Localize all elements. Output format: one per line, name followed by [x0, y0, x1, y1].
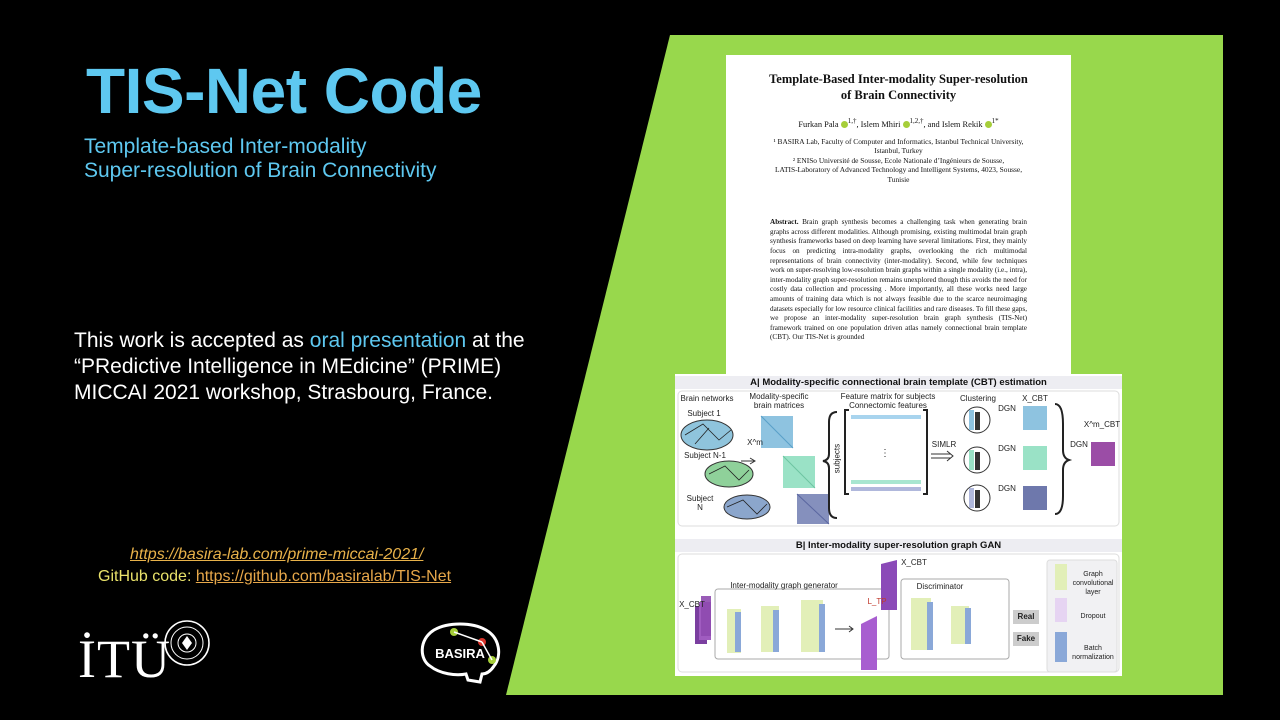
- paper-title-line-1: Template-Based Inter-modality Super-reso…: [769, 72, 1028, 86]
- paper-affiliations: ¹ BASIRA Lab, Faculty of Computer and In…: [740, 137, 1057, 185]
- workshop-location: MICCAI 2021 workshop, Strasbourg, France…: [74, 381, 494, 404]
- author-2-sup: 1,2,†: [909, 117, 924, 125]
- label-subject-n-word: Subject: [686, 494, 714, 503]
- oral-presentation-highlight: oral presentation: [309, 329, 467, 352]
- label-ltp: L_TP: [867, 597, 887, 606]
- slide-title: TIS-Net Code: [86, 55, 482, 127]
- author-1-sup: 1,†: [847, 117, 857, 125]
- itu-seal-icon: [164, 620, 210, 666]
- label-feature-line-1: Feature matrix for subjects: [840, 392, 936, 401]
- github-link[interactable]: https://github.com/basiralab/TIS-Net: [195, 568, 452, 585]
- label-subject-n-1: Subject N-1: [684, 451, 726, 460]
- brain-icon: [680, 419, 734, 451]
- abstract-text: Brain graph synthesis becomes a challeng…: [770, 218, 1027, 342]
- method-figure: A| Modality-specific connectional brain …: [675, 374, 1122, 676]
- label-xm: X^m: [747, 438, 763, 447]
- basira-logo: BASIRA: [420, 622, 501, 684]
- acceptance-pre: This work is accepted as: [74, 329, 310, 352]
- label-dgn-2: DGN: [998, 444, 1016, 453]
- legend-batch-norm: Batch normalization: [1072, 645, 1114, 661]
- orcid-icon: [984, 121, 992, 129]
- figure-diagram: ⋮: [677, 390, 1120, 673]
- paper-authors: Furkan Pala 1,†, Islem Mhiri 1,2,†, and …: [736, 117, 1061, 129]
- subtitle-line-1: Template-based Inter-modality: [84, 135, 367, 158]
- workshop-name: “PRedictive Intelligence in MEdicine” (P…: [74, 355, 502, 378]
- paper-abstract: Abstract. Brain graph synthesis becomes …: [770, 218, 1027, 343]
- label-subject-n-letter: N: [697, 503, 703, 512]
- label-dgn-3: DGN: [998, 484, 1016, 493]
- github-line: GitHub code: https://github.com/basirala…: [98, 568, 451, 586]
- label-modality-line-2: brain matrices: [753, 401, 805, 410]
- label-generator: Inter-modality graph generator: [730, 581, 838, 590]
- itu-logo: İTÜ: [78, 629, 171, 689]
- label-dgn-final: DGN: [1070, 440, 1088, 449]
- label-subject-1: Subject 1: [687, 409, 721, 418]
- author-3: , and Islem Rekik: [923, 119, 983, 129]
- label-brain-networks: Brain networks: [680, 394, 734, 403]
- label-xcbt-m: X^m_CBT: [1083, 420, 1121, 429]
- label-dgn-1: DGN: [998, 404, 1016, 413]
- slide-subtitle: Template-based Inter-modality Super-reso…: [84, 135, 437, 183]
- acceptance-note: This work is accepted as oral presentati…: [74, 328, 594, 406]
- subtitle-line-2: Super-resolution of Brain Connectivity: [84, 159, 437, 182]
- svg-text:⋮: ⋮: [880, 448, 890, 459]
- orcid-icon: [902, 121, 910, 129]
- figure-section-b-title: B| Inter-modality super-resolution graph…: [675, 539, 1122, 552]
- paper-title-line-2: of Brain Connectivity: [840, 88, 957, 102]
- author-1: Furkan Pala: [798, 119, 839, 129]
- github-label: GitHub code:: [98, 568, 196, 585]
- affiliation-2-line-3: Tunisie: [887, 174, 910, 184]
- legend-graph-conv-layer: Graph convolutional layer: [1072, 571, 1114, 596]
- label-clustering: Clustering: [959, 394, 996, 403]
- orcid-icon: [840, 121, 848, 129]
- paper-first-page: Template-Based Inter-modality Super-reso…: [726, 55, 1071, 375]
- affiliation-2-line-1: ² ENISo Université de Sousse, Ecole Nati…: [792, 155, 1005, 165]
- label-subjects: subjects: [832, 443, 842, 474]
- legend-dropout: Dropout: [1080, 613, 1106, 620]
- paper-title: Template-Based Inter-modality Super-reso…: [736, 71, 1061, 103]
- author-2: , Islem Mhiri: [856, 119, 901, 129]
- author-3-sup: 1*: [991, 117, 999, 125]
- label-simlr: SIMLR: [931, 440, 957, 449]
- label-xcbt-1: X_CBT: [1022, 394, 1048, 403]
- figure-section-a-title: A| Modality-specific connectional brain …: [675, 376, 1122, 389]
- label-xcbt-input: X_CBT: [679, 600, 705, 609]
- label-feature-line-2: Connectomic features: [849, 401, 927, 410]
- acceptance-post: at the: [466, 329, 525, 352]
- affiliation-1-line-2: Istanbul, Turkey: [874, 146, 923, 156]
- prime-miccai-link[interactable]: https://basira-lab.com/prime-miccai-2021…: [130, 546, 424, 563]
- label-fake: Fake: [1016, 634, 1036, 643]
- label-real: Real: [1017, 612, 1035, 621]
- label-discriminator: Discriminator: [916, 582, 964, 591]
- label-xcbt-target: X_CBT: [901, 558, 927, 567]
- affiliation-1-line-1: ¹ BASIRA Lab, Faculty of Computer and In…: [773, 136, 1024, 146]
- brain-icon: [704, 460, 754, 488]
- basira-logo-text: BASIRA: [435, 646, 485, 661]
- affiliation-2-line-2: LATIS-Laboratory of Advanced Technology …: [774, 165, 1023, 175]
- abstract-label: Abstract.: [770, 218, 799, 227]
- label-modality-line-1: Modality-specific: [749, 392, 809, 401]
- brain-icon: [723, 494, 771, 520]
